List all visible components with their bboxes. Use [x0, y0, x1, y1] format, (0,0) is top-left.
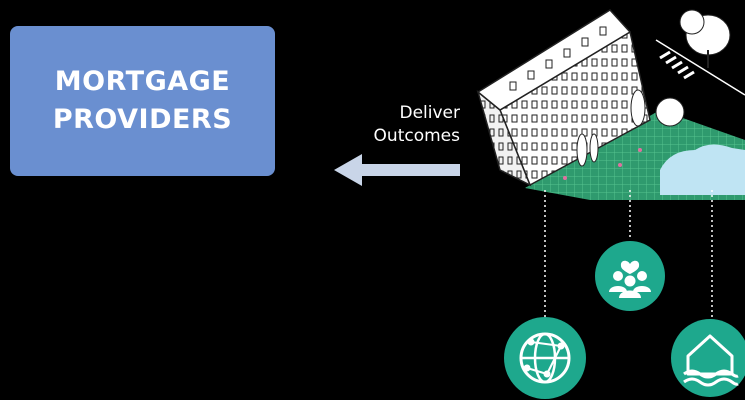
mortgage-providers-box: MORTGAGE PROVIDERS — [10, 26, 275, 176]
road-crossing — [655, 39, 745, 96]
building-landscape-illustration — [476, 9, 745, 200]
trees — [576, 9, 731, 167]
water-pond — [660, 144, 745, 195]
community-heart-icon — [595, 241, 665, 311]
flow-label-line2: Outcomes — [373, 126, 460, 146]
connector-lines — [544, 190, 713, 200]
flow-label-line1: Deliver — [399, 103, 460, 123]
provider-label-line1: MORTGAGE — [54, 66, 231, 97]
provider-label-line2: PROVIDERS — [52, 104, 233, 135]
left-arrow-icon — [334, 154, 460, 186]
people-figures — [563, 148, 642, 180]
roof-dormers — [509, 26, 607, 91]
flood-house-icon — [671, 319, 745, 397]
deliver-outcomes-label: Deliver Outcomes — [356, 102, 460, 148]
network-globe-icon — [504, 317, 586, 399]
